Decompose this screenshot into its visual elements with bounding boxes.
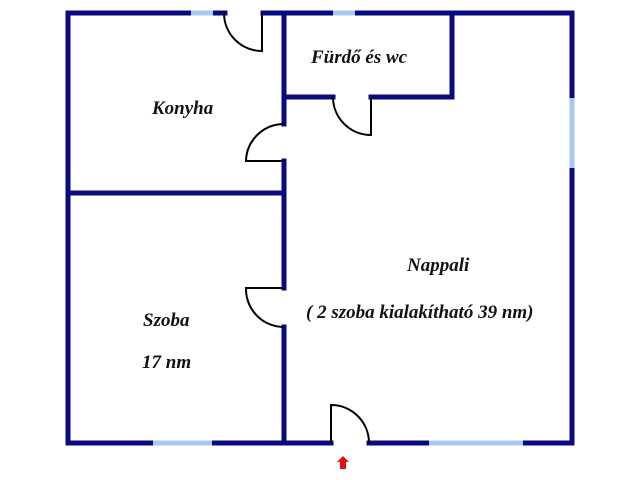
outer-wall	[65, 10, 575, 446]
door-swing	[223, 12, 263, 53]
door-swing	[330, 403, 370, 444]
room-note-living: ( 2 szoba kialakítható 39 nm)	[306, 302, 534, 323]
room-label-living: Nappali	[407, 255, 470, 276]
room-label-kitchen: Konyha	[152, 98, 214, 119]
bathroom-wall	[281, 10, 455, 100]
door-swing	[244, 123, 285, 162]
room-label-bathroom: Fürdő és wc	[311, 47, 408, 68]
room-label-bedroom: Szoba	[143, 310, 190, 331]
room-area-bedroom: 17 nm	[142, 352, 192, 373]
arrow-up-icon	[337, 456, 349, 469]
door-swing	[244, 287, 285, 328]
door-swing	[332, 96, 372, 137]
